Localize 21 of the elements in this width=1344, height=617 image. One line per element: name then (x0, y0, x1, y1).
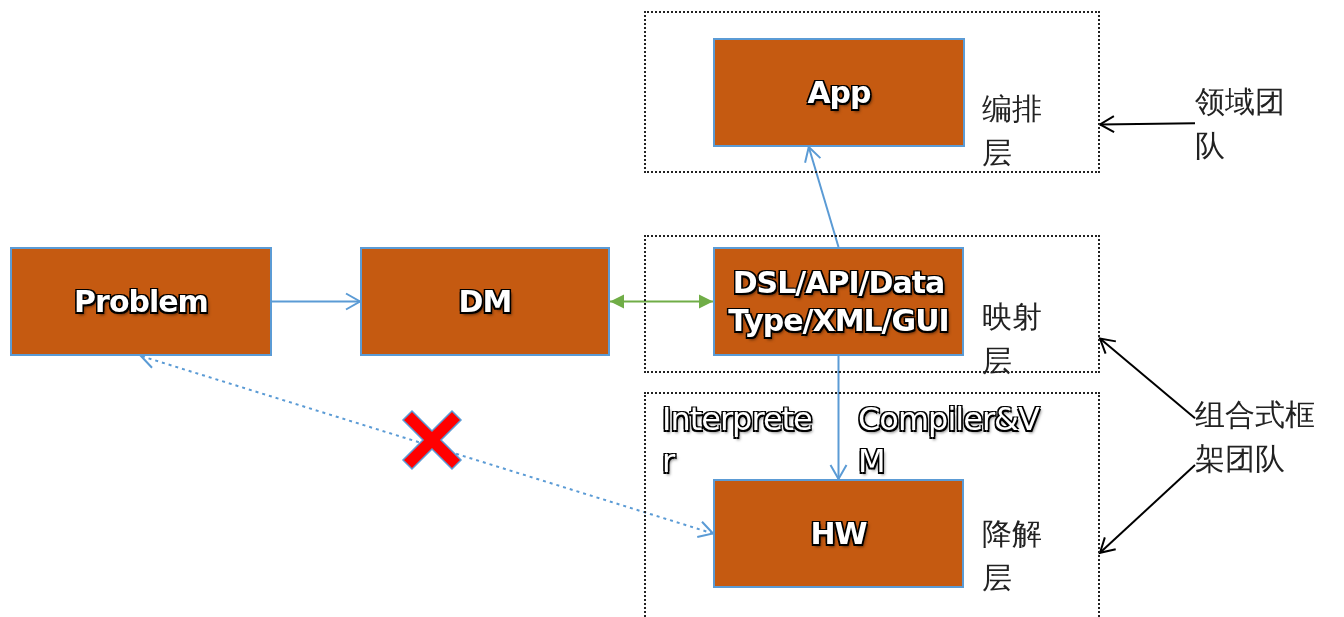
arrow (804, 146, 840, 248)
process-box: HW (713, 479, 964, 588)
arrow (609, 294, 714, 309)
layer-label: 编排层 (982, 90, 1043, 172)
layer-label: 降解层 (982, 515, 1043, 597)
arrow (1099, 337, 1196, 420)
layer-frame (644, 235, 1100, 373)
team-label: 组合式框架团队 (1195, 393, 1337, 483)
arrow (1099, 464, 1196, 554)
layer-frame (644, 392, 1100, 617)
arrow (1099, 115, 1196, 134)
process-label: Interpreter (662, 399, 814, 482)
process-box: DSL/API/DataType/XML/GUI (713, 247, 964, 356)
process-box: App (713, 38, 965, 147)
team-label: 领域团队 (1195, 80, 1307, 170)
process-box: DM (360, 247, 610, 356)
arrow (271, 292, 361, 311)
process-label: Compiler&VM (858, 398, 1063, 482)
layer-frame (644, 11, 1100, 173)
arrow (829, 355, 848, 480)
process-box: Problem (10, 247, 272, 356)
